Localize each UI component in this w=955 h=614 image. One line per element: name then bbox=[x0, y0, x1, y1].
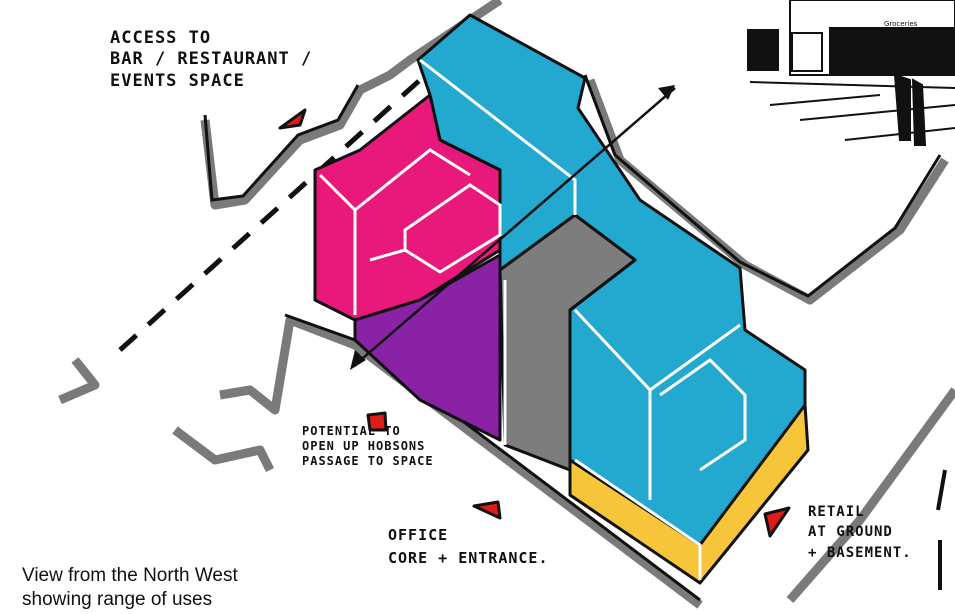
access-label-line: Bar / Restaurant / bbox=[110, 49, 313, 70]
hobsons-label: Potential to open up Hobsons Passage to … bbox=[302, 424, 434, 469]
hobsons-marker-icon bbox=[366, 411, 388, 432]
retail-marker-icon bbox=[763, 506, 791, 538]
hobsons-label-line: open up Hobsons bbox=[302, 439, 426, 453]
groceries-sign: Groceries bbox=[884, 20, 918, 28]
massing-edges bbox=[318, 58, 747, 580]
office-label: Office Core + Entrance. bbox=[388, 524, 549, 569]
caption: View from the North West showing range o… bbox=[22, 564, 238, 612]
view-arrow-line bbox=[354, 87, 676, 366]
office-marker-icon bbox=[472, 500, 502, 520]
caption-line: View from the North West bbox=[22, 565, 238, 586]
retail-label-line: At Ground bbox=[808, 524, 893, 541]
events-space-block bbox=[353, 253, 502, 442]
caption-line: showing range of uses bbox=[22, 589, 213, 610]
retail-label-line: Retail bbox=[808, 504, 865, 520]
arrow-tail-icon bbox=[350, 350, 366, 370]
arrow-head-icon bbox=[658, 85, 675, 100]
retail-label-line: + Basement. bbox=[808, 544, 912, 561]
access-label-line: Events Space bbox=[110, 70, 245, 91]
retail-label: Retail At Ground + Basement. bbox=[808, 502, 912, 563]
hobsons-label-line: Potential to bbox=[302, 424, 401, 438]
street-sketch bbox=[747, 0, 955, 590]
hobsons-label-line: Passage to Space bbox=[302, 454, 434, 468]
access-label: Access to Bar / Restaurant / Events Spac… bbox=[110, 28, 312, 92]
office-label-line: Core + Entrance. bbox=[388, 548, 549, 567]
dashed-axis-line bbox=[118, 78, 422, 352]
access-marker-icon bbox=[278, 108, 307, 130]
office-label-line: Office bbox=[388, 526, 449, 544]
access-label-line: Access to bbox=[110, 28, 212, 48]
